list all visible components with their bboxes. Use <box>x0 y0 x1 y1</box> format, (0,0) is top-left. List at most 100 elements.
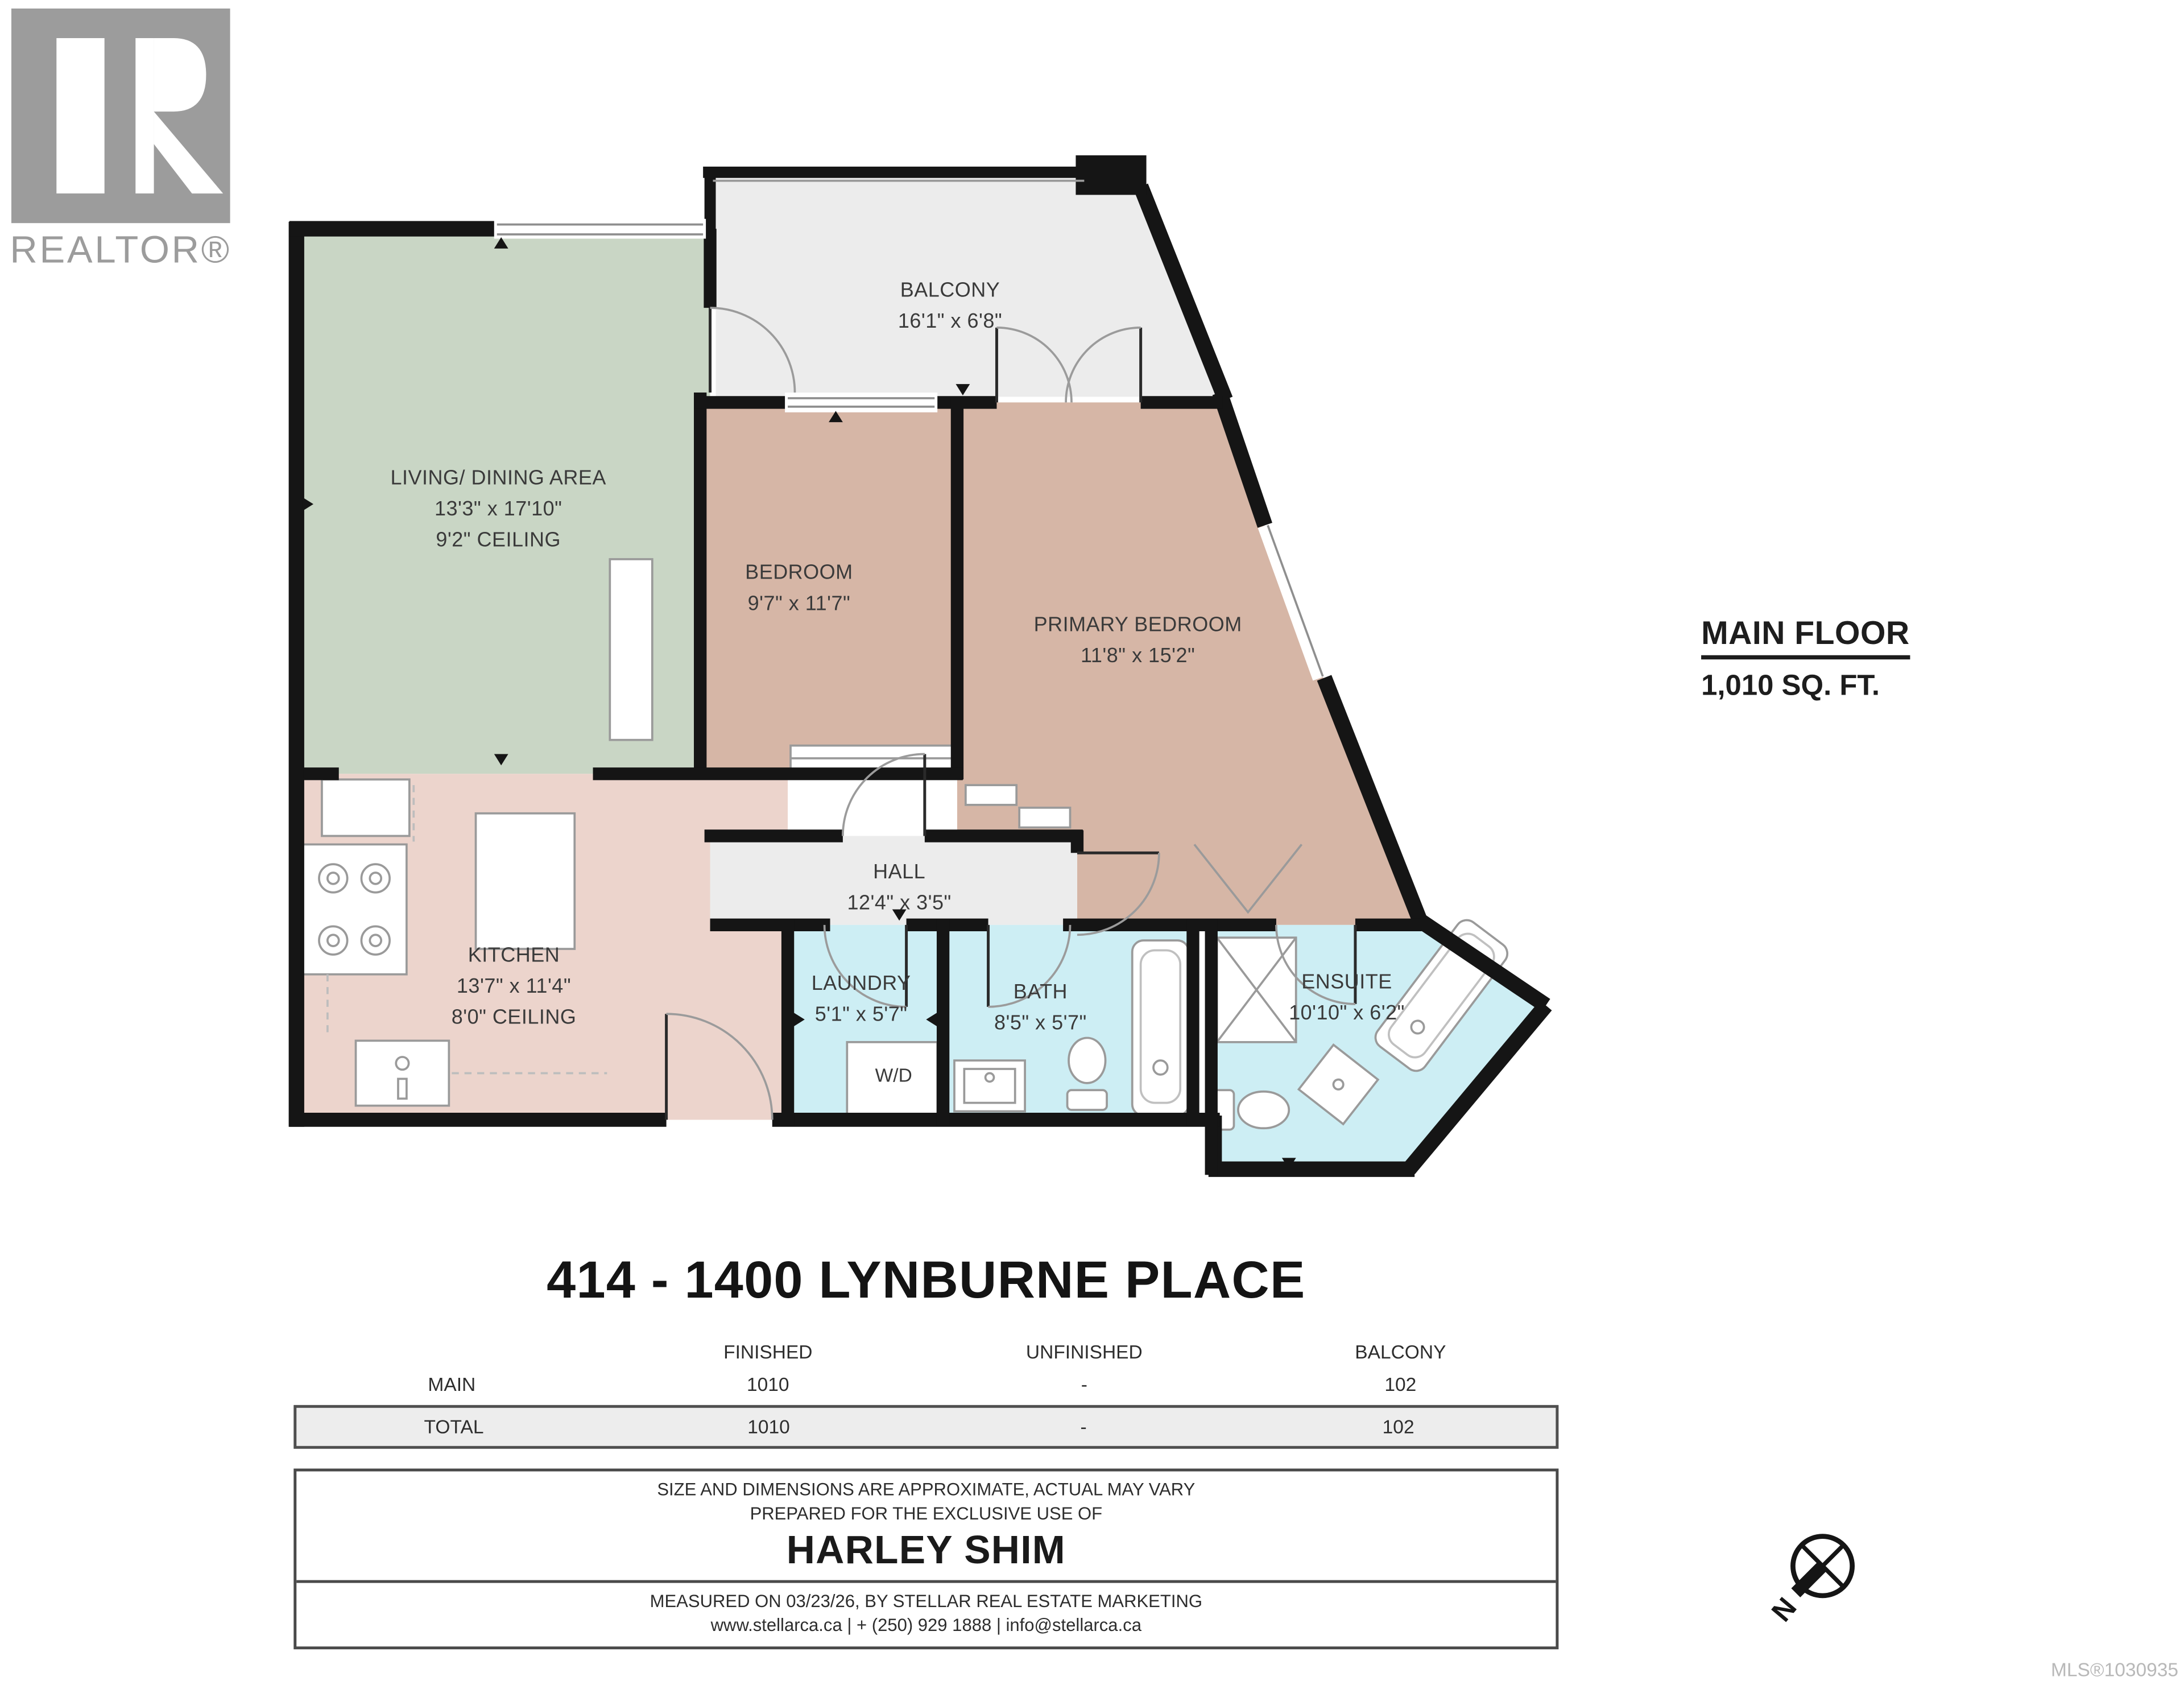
room-label-laundry: LAUNDRY 5'1" x 5'7" <box>699 969 1024 1031</box>
room-ceiling: 8'0" CEILING <box>451 1006 577 1030</box>
floor-area: 1,010 SQ. FT. <box>1701 669 1880 702</box>
compass-north-label: N <box>1765 1592 1803 1628</box>
room-dims: 8'5" x 5'7" <box>994 1012 1087 1035</box>
compass-circle <box>1790 1534 1855 1599</box>
room-name: HALL <box>873 861 926 884</box>
room-ceiling: 9'2" CEILING <box>436 529 561 552</box>
room-dims: 5'1" x 5'7" <box>814 1004 908 1027</box>
room-label-bedroom: BEDROOM 9'7" x 11'7" <box>636 558 961 620</box>
wall-living-bedroom <box>694 229 717 780</box>
bedroom-floor <box>700 402 957 774</box>
page-title: 414 - 1400 LYNBURNE PLACE <box>547 1251 1306 1310</box>
dimension-arrows <box>302 237 1296 1170</box>
header-unfinished: UNFINISHED <box>1025 1340 1143 1362</box>
bath-tub-drain <box>1152 1059 1169 1076</box>
header-finished: FINISHED <box>723 1340 813 1362</box>
cell-unfinished: - <box>1080 1416 1087 1438</box>
walls <box>288 155 1552 1177</box>
room-name: LIVING/ DINING AREA <box>390 467 606 490</box>
cell-finished: 1010 <box>747 1416 790 1438</box>
realtor-logo-r-stem <box>135 38 154 194</box>
room-label-primary: PRIMARY BEDROOM 11'8" x 15'2" <box>975 610 1300 672</box>
room-name: BEDROOM <box>745 561 853 585</box>
compass: N <box>1765 1534 1855 1628</box>
bath-sink-faucet <box>984 1072 995 1083</box>
wall-diagonal-right <box>1133 183 1552 1177</box>
kitchen-sink-handle <box>397 1077 408 1100</box>
counter-dashed-edge <box>326 785 607 1075</box>
room-label-ensuite: ENSUITE 10'10" x 6'2" <box>1185 967 1509 1029</box>
windows <box>494 179 1333 681</box>
room-label-kitchen: KITCHEN 13'7" x 11'4" 8'0" CEILING <box>351 940 676 1034</box>
room-label-hall: HALL 12'4" x 3'5" <box>737 857 1062 919</box>
cell-balcony: 102 <box>1384 1373 1417 1395</box>
disclaimer-box: SIZE AND DIMENSIONS ARE APPROXIMATE, ACT… <box>293 1468 1559 1650</box>
wall-bath-dividers <box>781 919 1218 1175</box>
door-leaves <box>665 308 1357 1120</box>
ensuite-toilet-bowl <box>1237 1090 1290 1130</box>
row-label: TOTAL <box>424 1416 484 1438</box>
living-window <box>494 218 706 239</box>
area-table: FINISHED UNFINISHED BALCONY MAIN 1010 - … <box>293 1336 1559 1449</box>
room-label-bath: BATH 8'5" x 5'7" <box>878 977 1203 1039</box>
cell-finished: 1010 <box>747 1373 789 1395</box>
header-balcony: BALCONY <box>1355 1340 1446 1362</box>
primary-window-line <box>1267 525 1324 677</box>
area-table-header: FINISHED UNFINISHED BALCONY <box>293 1336 1558 1367</box>
primary-floor <box>957 402 1419 925</box>
primary-bifold-closet <box>1193 844 1303 914</box>
primary-closet-door-b <box>1018 806 1072 829</box>
table-row-main: MAIN 1010 - 102 <box>293 1367 1558 1401</box>
compass-north-wedge <box>1791 1561 1827 1597</box>
living-window-lines <box>497 223 704 236</box>
divider <box>296 1580 1556 1583</box>
primary-closet-door-a <box>964 784 1018 806</box>
client-name: HARLEY SHIM <box>786 1527 1066 1572</box>
realtor-wordmark: REALTOR® <box>10 229 231 271</box>
room-dims: 11'8" x 15'2" <box>1081 645 1196 668</box>
contact-text: www.stellarca.ca | + (250) 929 1888 | in… <box>710 1615 1141 1636</box>
room-name: PRIMARY BEDROOM <box>1033 614 1242 637</box>
realtor-logo-bar <box>56 38 105 194</box>
doors <box>665 307 1357 1120</box>
room-dims: 13'7" x 11'4" <box>456 976 572 998</box>
ensuite-sink <box>1297 1043 1380 1126</box>
realtor-logo <box>11 8 230 224</box>
cell-unfinished: - <box>1081 1373 1087 1395</box>
bath-sink-basin <box>963 1068 1016 1104</box>
room-name: BALCONY <box>900 279 1000 303</box>
room-label-living: LIVING/ DINING AREA 13'3" x 17'10" 9'2" … <box>336 463 661 556</box>
room-name: LAUNDRY <box>811 973 911 996</box>
bedroom-window-lines <box>788 397 935 408</box>
bath-toilet-tank <box>1066 1089 1108 1111</box>
cell-balcony: 102 <box>1382 1416 1414 1438</box>
balcony-post <box>1076 155 1147 195</box>
measured-text: MEASURED ON 03/23/26, BY STELLAR REAL ES… <box>650 1591 1202 1612</box>
stove <box>301 843 408 976</box>
mls-number: MLS®1030935 <box>2051 1659 2179 1680</box>
floor-summary: MAIN FLOOR 1,010 SQ. FT. <box>1701 614 1934 703</box>
bath-tub-inner <box>1139 949 1181 1104</box>
balcony-floor <box>715 177 1220 397</box>
bedroom-window <box>785 393 938 412</box>
realtor-logo-r-bowl <box>154 38 206 112</box>
room-name: BATH <box>1013 981 1068 1004</box>
room-dims: 16'1" x 6'8" <box>897 311 1003 333</box>
washer-dryer-label: W/D <box>875 1064 912 1086</box>
room-name: KITCHEN <box>468 944 560 968</box>
kitchen-faucet <box>395 1056 410 1071</box>
room-dims: 13'3" x 17'10" <box>435 498 562 521</box>
room-dims: 9'7" x 11'7" <box>747 593 851 616</box>
door-swings <box>666 307 1355 1120</box>
room-dims: 10'10" x 6'2" <box>1289 1002 1405 1026</box>
fridge <box>321 778 411 837</box>
kitchen-island <box>474 812 576 950</box>
room-name: ENSUITE <box>1301 971 1392 994</box>
floor-name: MAIN FLOOR <box>1701 614 1910 660</box>
stove-burners <box>318 863 391 956</box>
bath-toilet-bowl <box>1068 1036 1107 1084</box>
row-label: MAIN <box>428 1373 476 1395</box>
living-column <box>609 558 653 741</box>
